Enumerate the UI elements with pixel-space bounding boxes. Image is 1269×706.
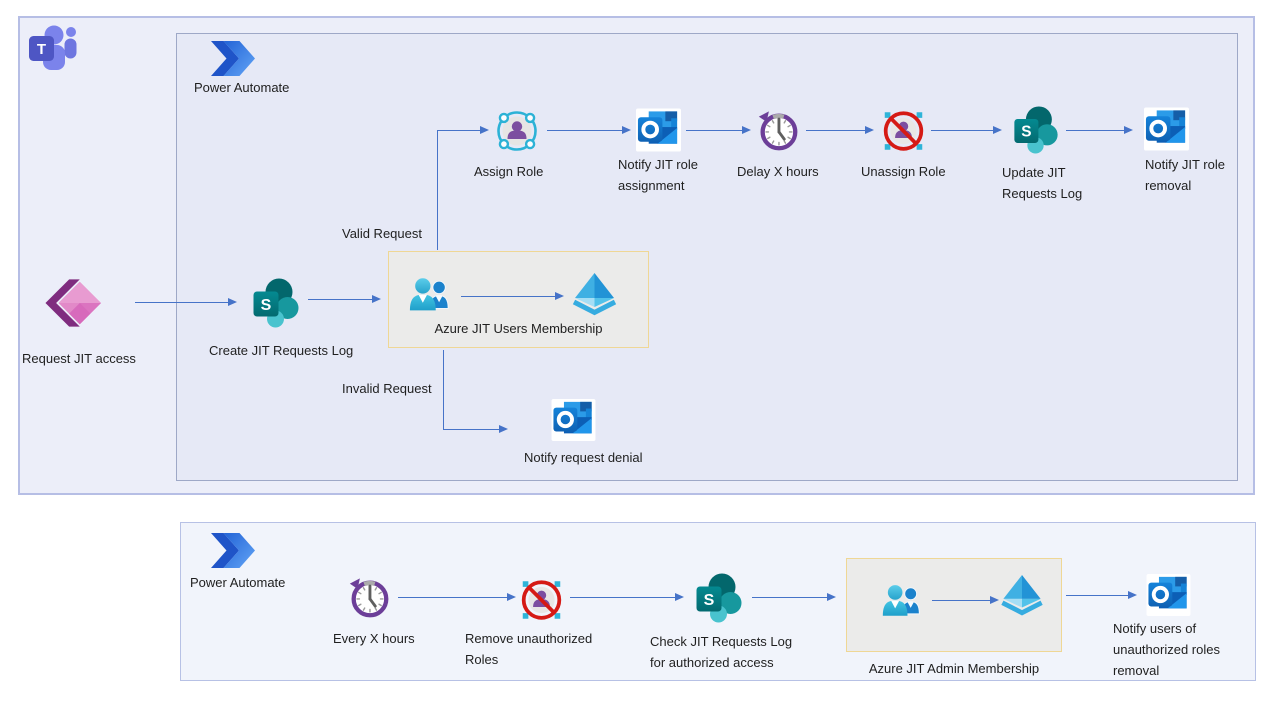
connector-valid-horizontal bbox=[437, 130, 481, 131]
connector-check-to-adminbox bbox=[752, 597, 828, 598]
connector-adminbox-to-notify bbox=[1066, 595, 1129, 596]
assign-role-icon bbox=[493, 107, 541, 155]
notify-users-unauthorized-label: Notify users of unauthorized roles remov… bbox=[1113, 621, 1220, 678]
outlook-icon-notify-users bbox=[1146, 574, 1191, 616]
valid-request-label: Valid Request bbox=[342, 226, 422, 241]
connector-unassign-to-update bbox=[931, 130, 994, 131]
power-apps-icon bbox=[45, 275, 101, 331]
invalid-request-label: Invalid Request bbox=[342, 381, 432, 396]
arrowhead bbox=[1128, 591, 1137, 599]
remove-unauthorized-roles-label: Remove unauthorized Roles bbox=[465, 631, 593, 667]
connector-notify-to-delay bbox=[686, 130, 743, 131]
connector-assign-to-notify bbox=[547, 130, 623, 131]
power-automate-icon bbox=[211, 41, 255, 76]
arrowhead bbox=[372, 295, 381, 303]
connector-createlog-to-usersbox bbox=[308, 299, 373, 300]
microsoft-teams-icon bbox=[28, 24, 80, 72]
check-jit-requests-log-label: Check JIT Requests Log for authorized ac… bbox=[650, 634, 793, 670]
outlook-icon-notify-denial bbox=[551, 399, 596, 441]
azure-ad-pyramid-icon bbox=[571, 271, 618, 321]
admin-users-icon bbox=[879, 581, 925, 623]
create-jit-requests-log-label: Create JIT Requests Log bbox=[209, 343, 354, 358]
sharepoint-icon-create-log bbox=[250, 277, 302, 329]
arrowhead bbox=[865, 126, 874, 134]
sharepoint-icon-update-log bbox=[1011, 105, 1061, 155]
every-x-hours-label: Every X hours bbox=[333, 631, 415, 646]
delay-x-hours-label: Delay X hours bbox=[737, 164, 819, 179]
connector-adminusers-to-pyramid bbox=[932, 600, 991, 601]
sharepoint-icon-check-log bbox=[693, 572, 745, 624]
unassign-role-label: Unassign Role bbox=[861, 164, 946, 179]
power-automate-bottom-label: Power Automate bbox=[190, 575, 286, 590]
arrowhead bbox=[555, 292, 564, 300]
azure-ad-pyramid-icon-bottom bbox=[1000, 573, 1044, 621]
arrowhead bbox=[1124, 126, 1133, 134]
arrowhead bbox=[507, 593, 516, 601]
azure-jit-users-membership-label: Azure JIT Users Membership bbox=[434, 321, 603, 336]
connector-invalid-horizontal bbox=[443, 429, 500, 430]
outlook-icon-notify-removal bbox=[1144, 107, 1189, 151]
unassign-role-icon bbox=[881, 108, 926, 154]
notify-jit-role-assignment-label: Notify JIT role assignment bbox=[618, 157, 698, 193]
outlook-icon-notify-assignment bbox=[636, 108, 681, 152]
arrowhead bbox=[675, 593, 684, 601]
connector-delay-to-unassign bbox=[806, 130, 866, 131]
azure-jit-admin-membership-label: Azure JIT Admin Membership bbox=[868, 661, 1040, 676]
arrowhead bbox=[993, 126, 1002, 134]
request-jit-access-label: Request JIT access bbox=[22, 351, 136, 366]
remove-unauthorized-roles-icon bbox=[519, 577, 564, 623]
connector-valid-vertical bbox=[437, 131, 438, 250]
connector-users-to-pyramid bbox=[461, 296, 556, 297]
notify-jit-role-removal-label: Notify JIT role removal bbox=[1145, 157, 1225, 193]
power-automate-top-panel bbox=[176, 33, 1238, 481]
connector-request-to-createlog bbox=[135, 302, 229, 303]
arrowhead bbox=[480, 126, 489, 134]
arrowhead bbox=[990, 596, 999, 604]
power-automate-icon-bottom bbox=[211, 533, 255, 568]
power-automate-top-label: Power Automate bbox=[194, 80, 290, 95]
arrowhead bbox=[622, 126, 631, 134]
connector-every-to-remove bbox=[398, 597, 508, 598]
assign-role-label: Assign Role bbox=[474, 164, 544, 179]
connector-update-to-removal bbox=[1066, 130, 1125, 131]
arrowhead bbox=[499, 425, 508, 433]
every-x-hours-clock-icon bbox=[346, 575, 392, 621]
connector-remove-to-check bbox=[570, 597, 676, 598]
connector-invalid-vertical bbox=[443, 350, 444, 430]
arrowhead bbox=[742, 126, 751, 134]
notify-request-denial-label: Notify request denial bbox=[524, 450, 643, 465]
users-icon bbox=[406, 274, 454, 318]
delay-clock-icon bbox=[755, 108, 801, 154]
arrowhead bbox=[228, 298, 237, 306]
update-jit-requests-log-label: Update JIT Requests Log bbox=[1002, 165, 1083, 201]
arrowhead bbox=[827, 593, 836, 601]
